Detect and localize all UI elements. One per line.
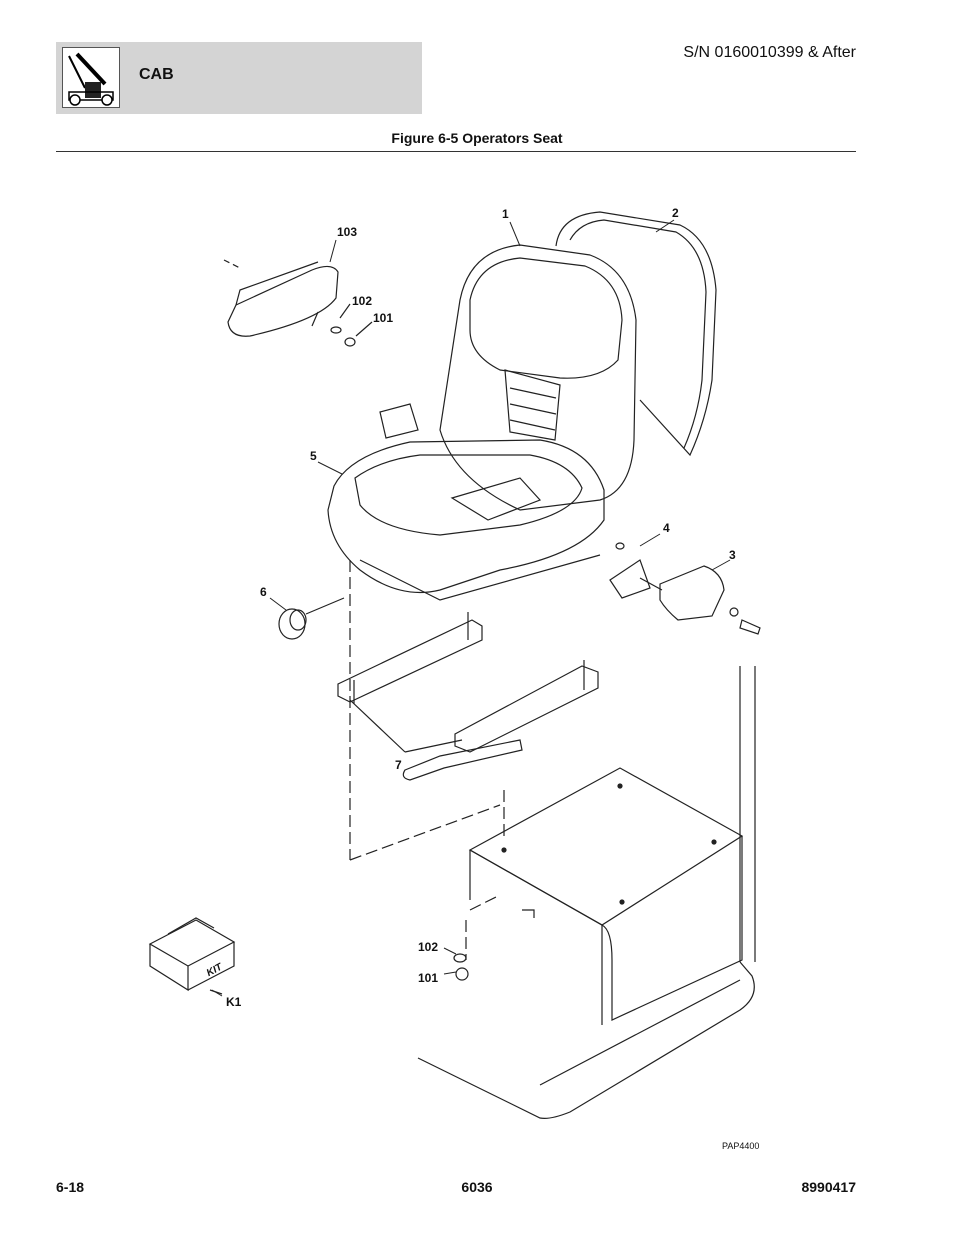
callout-1: 1 (502, 207, 509, 221)
callout-102-lower: 102 (418, 940, 439, 954)
callout-101-lower: 101 (418, 971, 439, 985)
callout-4: 4 (663, 521, 670, 535)
figure-title: Figure 6-5 Operators Seat (391, 130, 563, 146)
header-rule (56, 151, 856, 152)
rear-cover-part (555, 211, 717, 457)
section-title: CAB (139, 66, 174, 83)
serial-number: S/N 0160010399 & After (683, 44, 856, 61)
callout-6: 6 (260, 585, 267, 599)
callout-3: 3 (729, 548, 736, 562)
kit-box-icon (148, 917, 236, 995)
model-number: 6036 (461, 1179, 493, 1195)
callout-leaders (211, 219, 731, 997)
knob-part (278, 597, 345, 640)
kit-label: KIT (205, 961, 225, 979)
callout-5: 5 (310, 449, 317, 463)
seat-base-part (468, 767, 744, 1025)
callout-101: 101 (373, 311, 394, 325)
drawing-code: PAP4400 (722, 1141, 760, 1151)
armrest-part (223, 259, 339, 337)
seat-back-part (439, 244, 637, 511)
callout-k1: K1 (226, 995, 242, 1009)
manual-part-number: 8990417 (801, 1179, 856, 1195)
callout-7: 7 (395, 758, 402, 772)
cab-wall-part (417, 666, 756, 1119)
seat-cushion-part (327, 403, 605, 601)
seat-belt-part (609, 542, 761, 635)
slide-rail-part (337, 612, 599, 781)
callout-103: 103 (337, 225, 358, 239)
callout-2: 2 (672, 206, 679, 220)
telehandler-icon (62, 47, 120, 108)
callout-102: 102 (352, 294, 373, 308)
page-number: 6-18 (56, 1179, 85, 1195)
